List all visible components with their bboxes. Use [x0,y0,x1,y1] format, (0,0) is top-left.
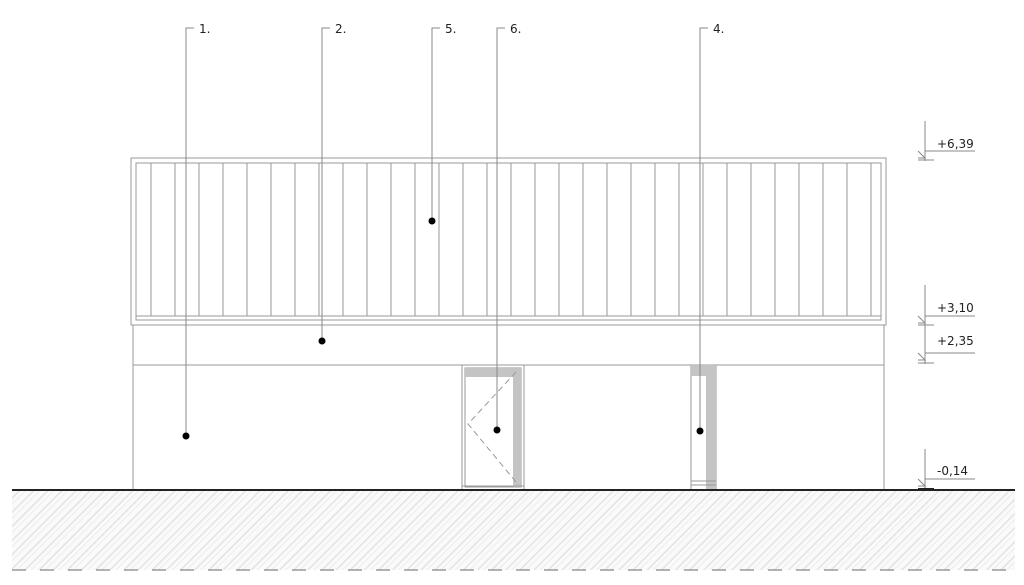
level-label: +6,39 [937,137,974,151]
level-marker-first-floor: +3,10 [917,285,975,326]
level-label: +3,10 [937,301,974,315]
level-label: +2,35 [937,334,974,348]
level-marker-band: +2,35 [917,325,975,364]
callout-label: 2. [335,22,346,36]
level-marker-ground: -0,14 [917,449,975,490]
cladding-slats [150,163,872,316]
ground-hatch [12,490,1015,570]
callout-1: 1. [182,22,210,440]
callout-6: 6. [493,22,521,434]
upper-volume [130,157,887,326]
callout-5: 5. [428,22,456,225]
callout-label: 6. [510,22,521,36]
callout-label: 5. [445,22,456,36]
callout-2: 2. [318,22,346,345]
level-marker-top: +6,39 [917,121,975,161]
level-label: -0,14 [937,464,968,478]
callout-label: 1. [199,22,210,36]
entrance-door [461,364,525,491]
narrow-window [690,364,717,491]
callout-label: 4. [713,22,724,36]
callout-4: 4. [696,22,724,435]
